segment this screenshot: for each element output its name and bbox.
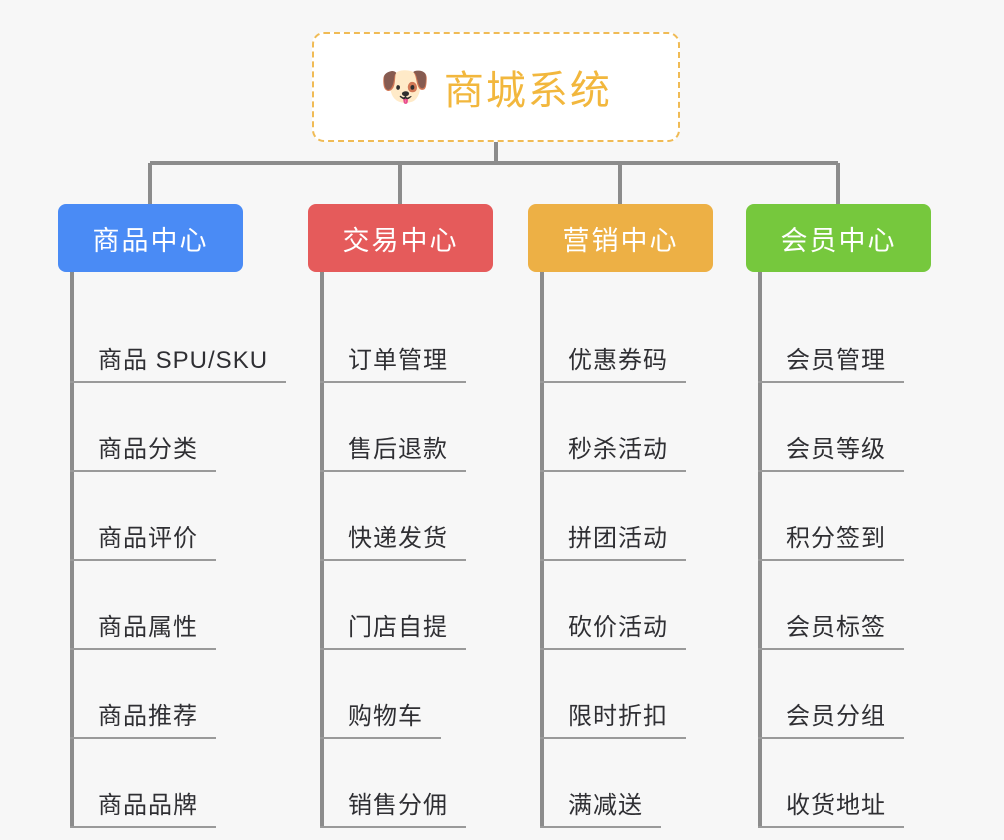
leaf-rule <box>540 559 686 561</box>
leaf-rule <box>540 737 686 739</box>
leaf-item[interactable]: 商品品牌 <box>70 739 286 828</box>
leaf-label: 商品 SPU/SKU <box>98 347 269 374</box>
leaf-rule <box>758 737 904 739</box>
leaf-rule <box>540 470 686 472</box>
leaf-label: 拼团活动 <box>568 525 668 552</box>
leaf-item[interactable]: 商品推荐 <box>70 650 286 739</box>
leaf-label: 优惠券码 <box>568 347 668 374</box>
leaf-item[interactable]: 快递发货 <box>320 472 493 561</box>
leaf-item[interactable]: 商品 SPU/SKU <box>70 294 286 383</box>
leaf-label: 快递发货 <box>348 525 448 552</box>
branch-header-label-1: 商品中心 <box>92 225 209 256</box>
leaf-label: 商品评价 <box>98 525 198 552</box>
leaf-item[interactable]: 拼团活动 <box>540 472 713 561</box>
branch-header-3[interactable]: 营销中心 <box>528 204 713 272</box>
branch-header-1[interactable]: 商品中心 <box>58 204 243 272</box>
leaf-list-1: 商品 SPU/SKU 商品分类 商品评价 商品属性 商品推荐 商品品牌 <box>58 294 286 828</box>
leaf-item[interactable]: 会员管理 <box>758 294 931 383</box>
leaf-item[interactable]: 商品评价 <box>70 472 286 561</box>
dog-face-icon: 🐶 <box>380 65 430 109</box>
leaf-item[interactable]: 订单管理 <box>320 294 493 383</box>
leaf-item[interactable]: 商品分类 <box>70 383 286 472</box>
leaf-rule <box>540 826 661 828</box>
branch-header-label-3: 营销中心 <box>562 225 679 256</box>
leaf-rule <box>320 737 441 739</box>
leaf-item[interactable]: 销售分佣 <box>320 739 493 828</box>
leaf-rule <box>540 381 686 383</box>
leaf-label: 订单管理 <box>348 347 448 374</box>
leaf-rule <box>758 470 904 472</box>
leaf-item[interactable]: 购物车 <box>320 650 493 739</box>
leaf-label: 商品分类 <box>98 436 198 463</box>
leaf-rule <box>758 648 904 650</box>
leaf-rule <box>320 470 466 472</box>
leaf-label: 会员分组 <box>786 703 886 730</box>
leaf-item[interactable]: 秒杀活动 <box>540 383 713 472</box>
leaf-item[interactable]: 限时折扣 <box>540 650 713 739</box>
leaf-item[interactable]: 满减送 <box>540 739 713 828</box>
branch-商品中心: 商品中心 商品 SPU/SKU 商品分类 商品评价 商品属性 商品推荐 <box>58 204 286 828</box>
leaf-label: 会员等级 <box>786 436 886 463</box>
leaf-item[interactable]: 会员等级 <box>758 383 931 472</box>
leaf-label: 积分签到 <box>786 525 886 552</box>
leaf-label: 砍价活动 <box>568 614 668 641</box>
leaf-item[interactable]: 商品属性 <box>70 561 286 650</box>
leaf-rule <box>758 826 904 828</box>
root-node[interactable]: 🐶 商城系统 <box>312 32 680 142</box>
leaf-item[interactable]: 会员标签 <box>758 561 931 650</box>
leaf-rule <box>758 381 904 383</box>
branch-会员中心: 会员中心 会员管理 会员等级 积分签到 会员标签 会员分组 <box>746 204 931 828</box>
leaf-label: 商品推荐 <box>98 703 198 730</box>
leaf-label: 商品品牌 <box>98 792 198 819</box>
leaf-label: 购物车 <box>348 703 423 730</box>
leaf-rule <box>70 648 216 650</box>
leaf-label: 门店自提 <box>348 614 448 641</box>
leaf-label: 商品属性 <box>98 614 198 641</box>
leaf-item[interactable]: 售后退款 <box>320 383 493 472</box>
leaf-rule <box>758 559 904 561</box>
leaf-item[interactable]: 积分签到 <box>758 472 931 561</box>
leaf-list-4: 会员管理 会员等级 积分签到 会员标签 会员分组 收货地址 <box>746 294 931 828</box>
leaf-list-3: 优惠券码 秒杀活动 拼团活动 砍价活动 限时折扣 满减送 <box>528 294 713 828</box>
leaf-rule <box>70 826 216 828</box>
leaf-item[interactable]: 门店自提 <box>320 561 493 650</box>
leaf-label: 销售分佣 <box>348 792 448 819</box>
branch-header-label-4: 会员中心 <box>780 225 897 256</box>
leaf-label: 限时折扣 <box>568 703 668 730</box>
leaf-label: 会员管理 <box>786 347 886 374</box>
leaf-label: 会员标签 <box>786 614 886 641</box>
leaf-rule <box>70 559 216 561</box>
leaf-rule <box>70 381 286 383</box>
leaf-item[interactable]: 会员分组 <box>758 650 931 739</box>
leaf-rule <box>70 737 216 739</box>
branch-header-2[interactable]: 交易中心 <box>308 204 493 272</box>
leaf-rule <box>320 381 466 383</box>
leaf-item[interactable]: 优惠券码 <box>540 294 713 383</box>
leaf-rule <box>540 648 686 650</box>
branch-交易中心: 交易中心 订单管理 售后退款 快递发货 门店自提 购物车 <box>308 204 493 828</box>
leaf-rule <box>320 559 466 561</box>
leaf-item[interactable]: 收货地址 <box>758 739 931 828</box>
leaf-label: 满减送 <box>568 792 643 819</box>
leaf-rule <box>320 826 466 828</box>
root-title: 商城系统 <box>443 69 612 113</box>
leaf-list-2: 订单管理 售后退款 快递发货 门店自提 购物车 销售分佣 <box>308 294 493 828</box>
leaf-item[interactable]: 砍价活动 <box>540 561 713 650</box>
leaf-label: 收货地址 <box>786 792 886 819</box>
branch-header-4[interactable]: 会员中心 <box>746 204 931 272</box>
branch-header-label-2: 交易中心 <box>342 225 459 256</box>
leaf-label: 秒杀活动 <box>568 436 668 463</box>
branch-营销中心: 营销中心 优惠券码 秒杀活动 拼团活动 砍价活动 限时折扣 <box>528 204 713 828</box>
leaf-rule <box>70 470 216 472</box>
leaf-label: 售后退款 <box>348 436 448 463</box>
leaf-rule <box>320 648 466 650</box>
